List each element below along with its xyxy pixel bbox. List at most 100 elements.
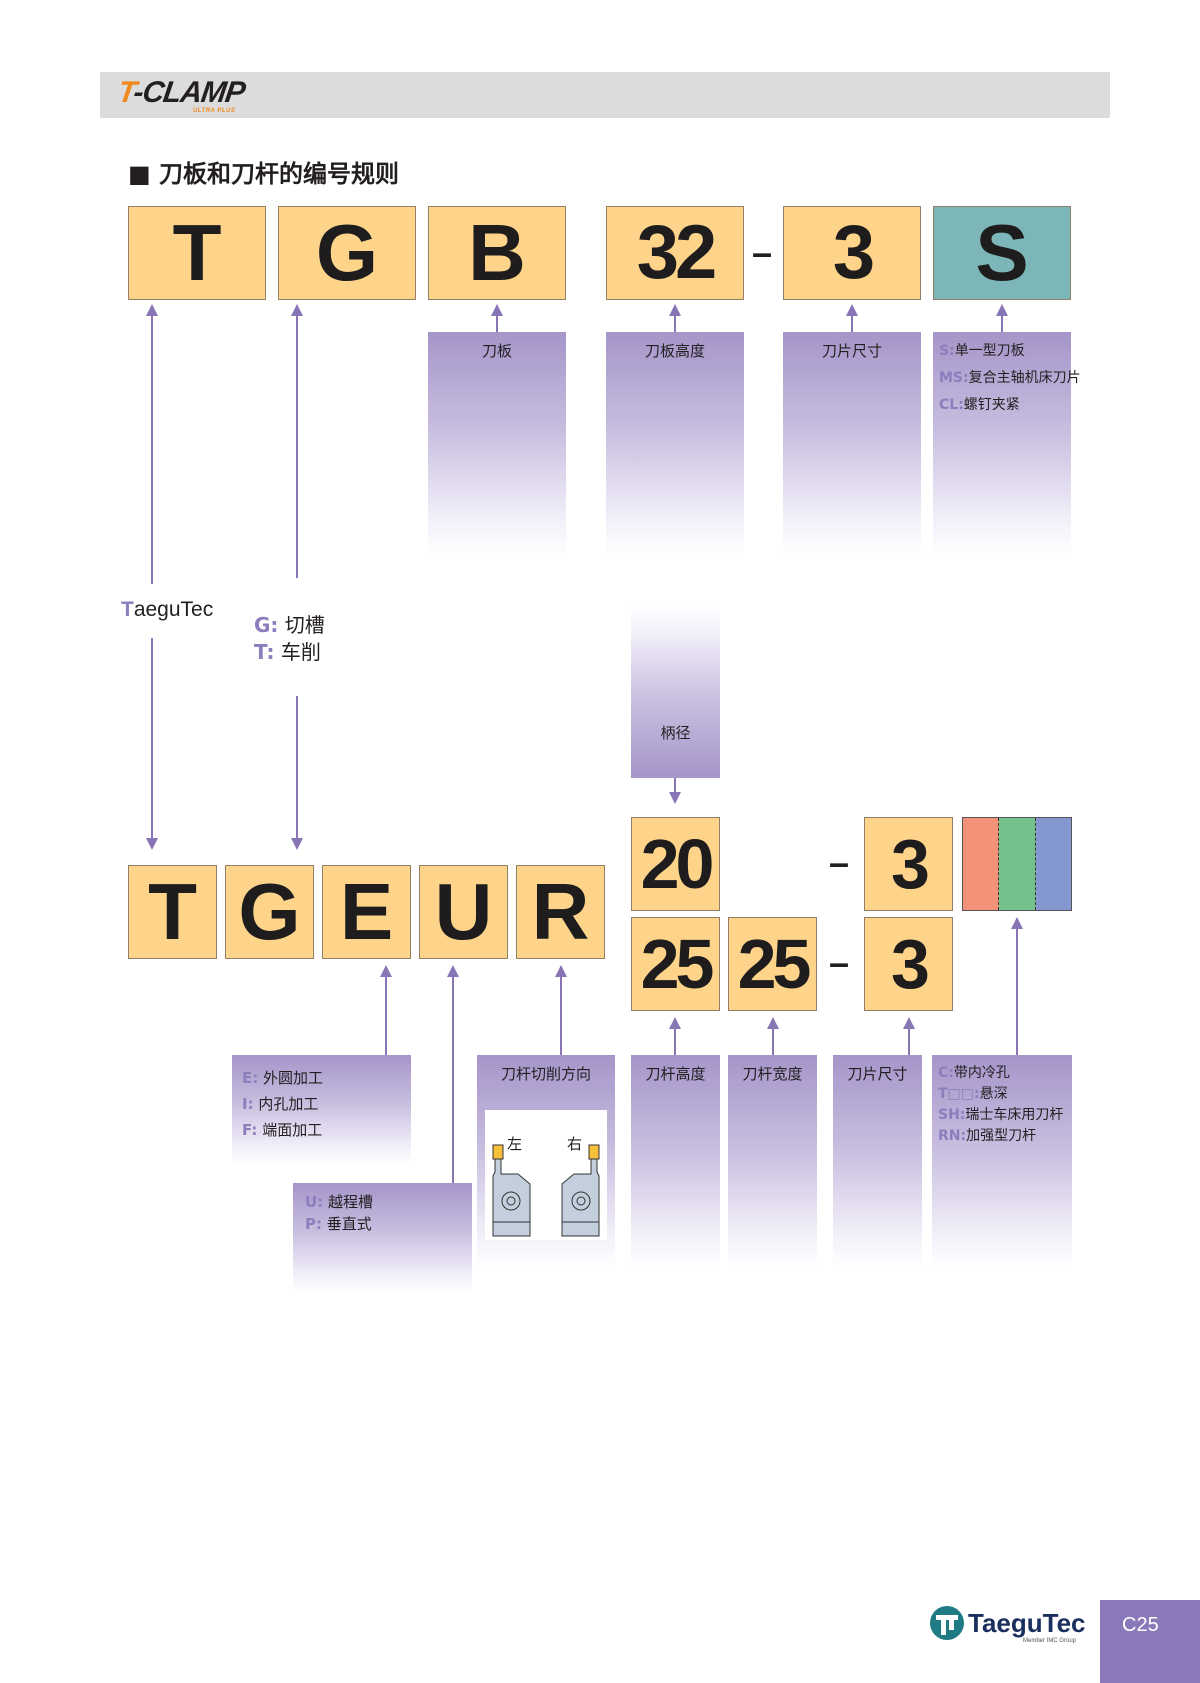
option-list: C:带内冷孔 T□□:悬深 SH:瑞士车床用刀杆 RN:加强型刀杆 [932, 1055, 1072, 1147]
page-number: C25 [1100, 1600, 1200, 1683]
holder-options-panel: C:带内冷孔 T□□:悬深 SH:瑞士车床用刀杆 RN:加强型刀杆 [932, 1055, 1072, 1270]
list-item: I: 内孔加工 [242, 1095, 319, 1113]
list-item: T: 车削 [254, 640, 321, 664]
arrow-down-icon [146, 838, 158, 850]
blade-code-box: 32 [606, 206, 744, 300]
holder-code-box: T [128, 865, 217, 959]
holder-code-box: G [225, 865, 314, 959]
arrow-up-icon [1011, 917, 1023, 929]
list-item: MS:复合主轴机床刀片 [939, 370, 1081, 386]
holder-icon [492, 1144, 600, 1237]
arrow-down-icon [291, 838, 303, 850]
arrow-up-icon [846, 304, 858, 316]
arrow-up-icon [146, 304, 158, 316]
holder-code-box: E [322, 865, 411, 959]
holder-code-box: R [516, 865, 605, 959]
blade-panel: 刀板 [428, 332, 566, 557]
list-item: SH:瑞士车床用刀杆 [938, 1107, 1064, 1123]
logo-subtitle: ULTRA PLUS [193, 108, 236, 114]
blade-code-box: G [278, 206, 416, 300]
connector-line [151, 314, 153, 584]
connector-line [1016, 927, 1018, 1055]
color-swatch [1035, 818, 1071, 910]
panel-title: 刀杆切削方向 [500, 1065, 591, 1083]
insert-size-panel: 刀片尺寸 [833, 1055, 922, 1270]
list-item: RN:加强型刀杆 [938, 1128, 1037, 1144]
connector-line [851, 314, 853, 332]
connector-line [908, 1027, 910, 1055]
holder-direction-illustration: 左 右 [485, 1110, 607, 1240]
panel-title: 刀板 [481, 342, 512, 360]
arrow-up-icon [291, 304, 303, 316]
color-swatch [963, 818, 1000, 910]
arrow-up-icon [380, 965, 392, 977]
taegutec-logo-icon [930, 1606, 964, 1640]
arrow-down-icon [669, 792, 681, 804]
list-item: S:单一型刀板 [939, 343, 1025, 359]
color-swatch [999, 818, 1036, 910]
footer-brand: TaeguTec [968, 1608, 1086, 1638]
connector-line [452, 975, 454, 1183]
connector-line [385, 975, 387, 1055]
section-title: ■ 刀板和刀杆的编号规则 [128, 160, 400, 188]
application-list: G: 切槽 T: 车削 [254, 612, 325, 666]
arrow-up-icon [903, 1017, 915, 1029]
shank-height-box: 25 [631, 917, 720, 1011]
panel-title: 刀板高度 [644, 342, 705, 360]
style-panel: U: 越程槽 P: 垂直式 [293, 1183, 472, 1293]
panel-title: 刀杆宽度 [742, 1065, 803, 1083]
arrow-up-icon [555, 965, 567, 977]
code-dash: – [752, 232, 773, 273]
insert-size-panel: 刀片尺寸 [783, 332, 921, 557]
arrow-up-icon [447, 965, 459, 977]
panel-title: 刀杆高度 [645, 1065, 706, 1083]
arrow-up-icon [669, 304, 681, 316]
arrow-up-icon [669, 1017, 681, 1029]
arrow-up-icon [767, 1017, 779, 1029]
machining-panel: E: 外圆加工 I: 内孔加工 F: 端面加工 [232, 1055, 411, 1165]
insert-size-box: 3 [864, 817, 953, 911]
list-item: E: 外圆加工 [242, 1069, 324, 1087]
connector-line [674, 314, 676, 332]
connector-line [496, 314, 498, 332]
shank-width-panel: 刀杆宽度 [728, 1055, 817, 1270]
shank-height-panel: 刀杆高度 [631, 1055, 720, 1270]
list-item: U: 越程槽 [305, 1193, 373, 1211]
blade-code-box: T [128, 206, 266, 300]
connector-line [772, 1027, 774, 1055]
connector-line [1001, 314, 1003, 332]
right-label: 右 [567, 1135, 583, 1153]
connector-line [296, 314, 298, 578]
option-color-bar [962, 817, 1072, 911]
header-bar [100, 72, 1110, 118]
list-item: T□□:悬深 [938, 1086, 1008, 1102]
holder-code-box: U [419, 865, 508, 959]
connector-line [151, 638, 153, 838]
left-label: 左 [507, 1135, 523, 1153]
blade-code-box: B [428, 206, 566, 300]
option-list: E: 外圆加工 I: 内孔加工 F: 端面加工 [232, 1055, 411, 1143]
panel-title: 刀片尺寸 [821, 342, 882, 360]
connector-line [296, 696, 298, 838]
list-item: CL:螺钉夹紧 [939, 397, 1020, 413]
list-item: G: 切槽 [254, 613, 325, 637]
brand-label: TaeguTec [121, 598, 214, 621]
panel-title: 柄径 [660, 724, 691, 742]
blade-code-box: 3 [783, 206, 921, 300]
blade-code-box: S [933, 206, 1071, 300]
list-item: C:带内冷孔 [938, 1065, 1010, 1081]
footer-subtitle: Member IMC Group [1023, 1638, 1077, 1644]
t-clamp-logo: T-CLAMP [115, 76, 247, 109]
list-item: F: 端面加工 [242, 1121, 323, 1139]
blade-type-panel: S:单一型刀板 MS:复合主轴机床刀片 CL:螺钉夹紧 [933, 332, 1081, 557]
connector-line [674, 778, 676, 794]
shank-diameter-panel: 柄径 [631, 604, 720, 778]
arrow-up-icon [491, 304, 503, 316]
arrow-up-icon [996, 304, 1008, 316]
connector-line [560, 975, 562, 1055]
code-dash: – [829, 842, 850, 883]
insert-size-box: 3 [864, 917, 953, 1011]
panel-title: 刀片尺寸 [847, 1065, 908, 1083]
list-item: P: 垂直式 [305, 1215, 372, 1233]
shank-dia-box: 20 [631, 817, 720, 911]
